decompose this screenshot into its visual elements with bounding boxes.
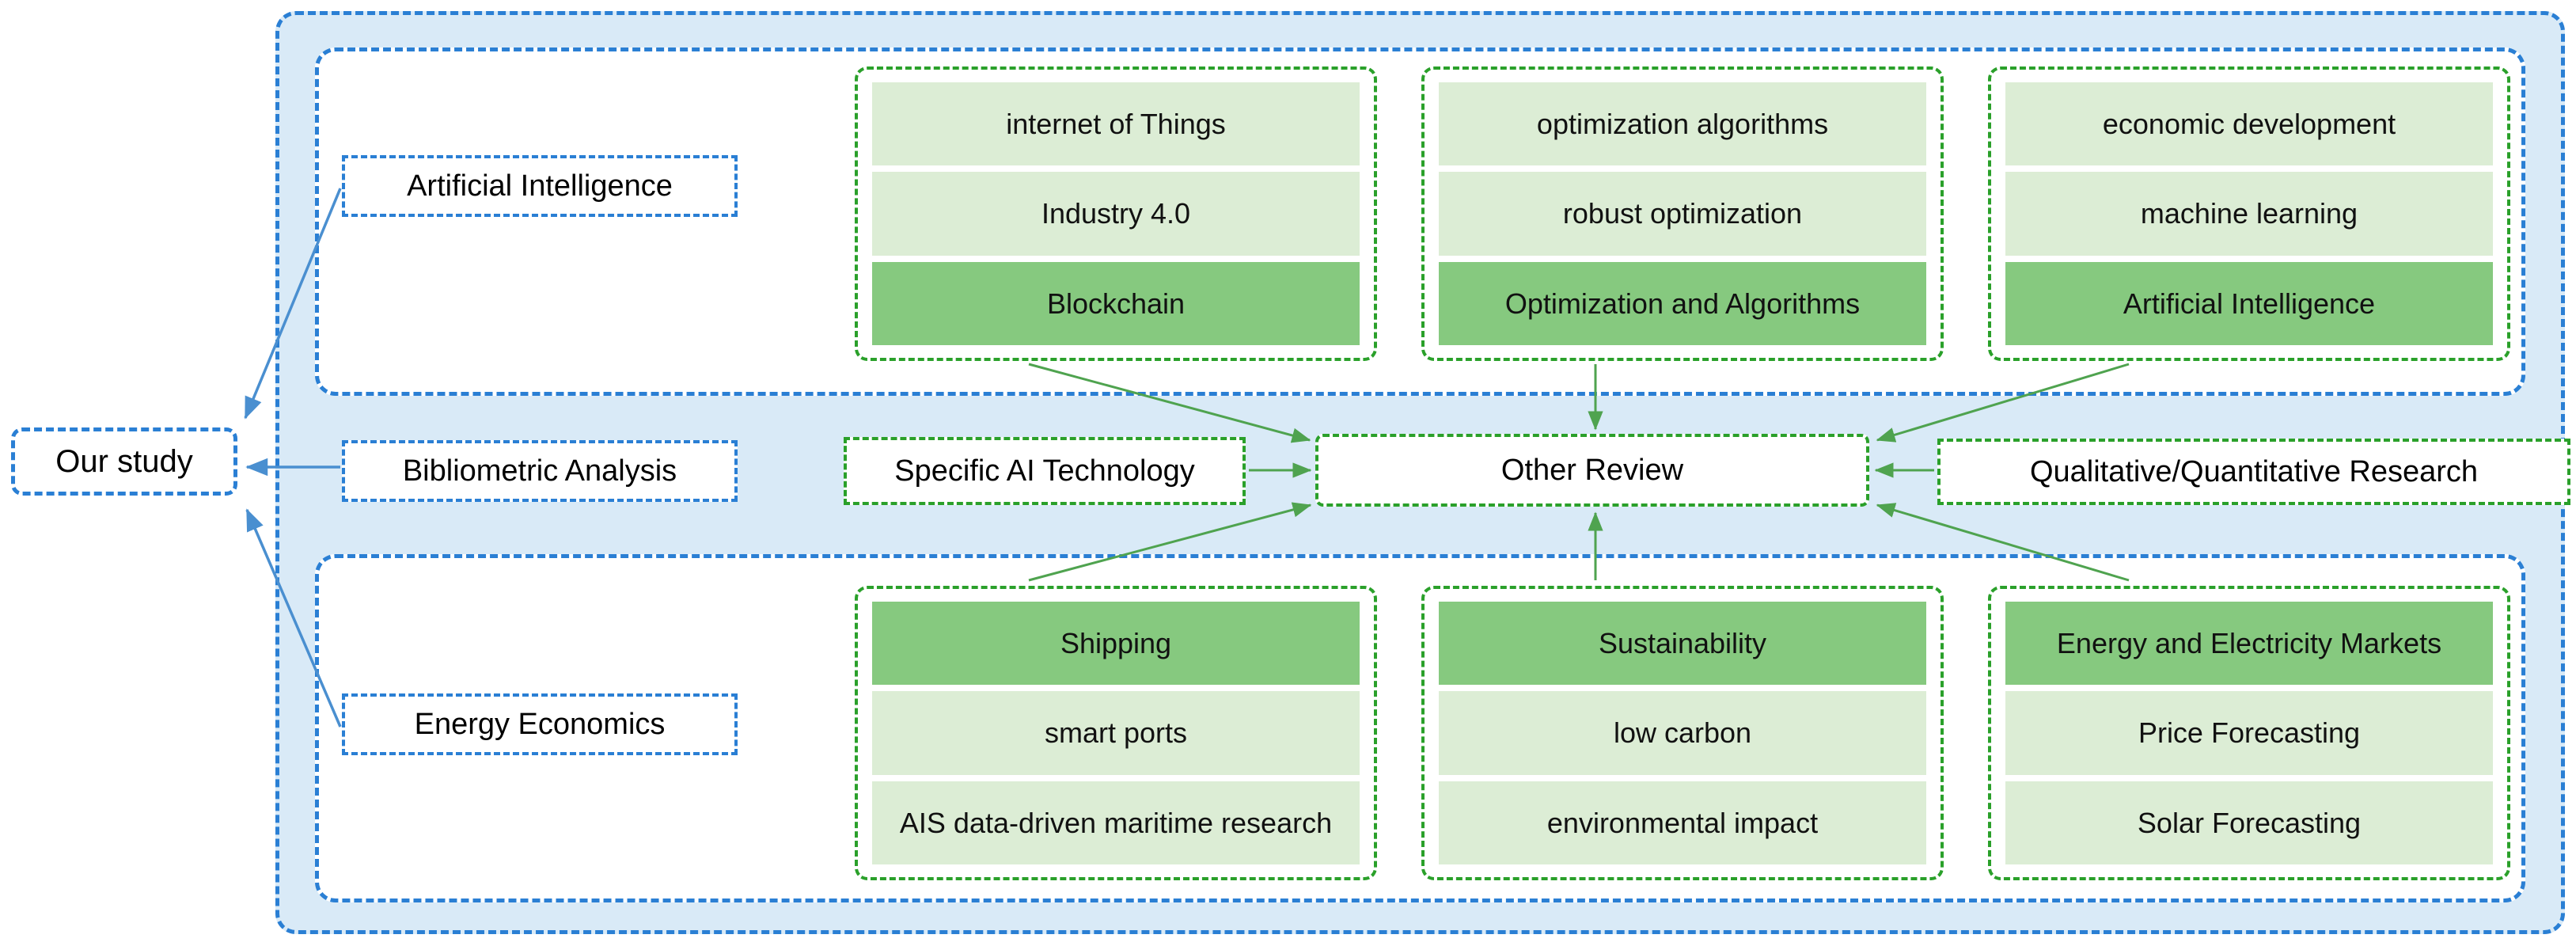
card[interactable]: internet of Things bbox=[872, 82, 1360, 166]
label-qualitative-quantitative-research[interactable]: Qualitative/Quantitative Research bbox=[1937, 439, 2570, 505]
card[interactable]: robust optimization bbox=[1439, 172, 1926, 256]
label-specific-ai-technology-text: Specific AI Technology bbox=[894, 454, 1195, 488]
label-artificial-intelligence-text: Artificial Intelligence bbox=[407, 169, 673, 203]
label-bibliometric-analysis-text: Bibliometric Analysis bbox=[402, 454, 677, 488]
card-group-bottom-1: Shipping smart ports AIS data-driven mar… bbox=[855, 586, 1377, 880]
card[interactable]: Blockchain bbox=[872, 261, 1360, 345]
card[interactable]: Solar Forecasting bbox=[2005, 781, 2493, 864]
card[interactable]: Energy and Electricity Markets bbox=[2005, 602, 2493, 686]
label-qualitative-quantitative-research-text: Qualitative/Quantitative Research bbox=[2029, 454, 2479, 488]
card[interactable]: optimization algorithms bbox=[1439, 82, 1926, 166]
card[interactable]: AIS data-driven maritime research bbox=[872, 781, 1360, 864]
label-energy-economics[interactable]: Energy Economics bbox=[342, 693, 738, 755]
card[interactable]: Industry 4.0 bbox=[872, 172, 1360, 256]
label-energy-economics-text: Energy Economics bbox=[414, 707, 666, 741]
our-study-label: Our study bbox=[55, 443, 193, 479]
card-group-top-1: internet of Things Industry 4.0 Blockcha… bbox=[855, 66, 1377, 361]
card-group-bottom-3: Energy and Electricity Markets Price For… bbox=[1988, 586, 2510, 880]
card-group-top-2: optimization algorithms robust optimizat… bbox=[1421, 66, 1944, 361]
card[interactable]: Price Forecasting bbox=[2005, 691, 2493, 775]
label-other-review[interactable]: Other Review bbox=[1315, 434, 1869, 507]
label-specific-ai-technology[interactable]: Specific AI Technology bbox=[844, 437, 1246, 505]
card-group-top-3: economic development machine learning Ar… bbox=[1988, 66, 2510, 361]
card[interactable]: Optimization and Algorithms bbox=[1439, 261, 1926, 345]
card[interactable]: smart ports bbox=[872, 691, 1360, 775]
card-group-bottom-2: Sustainability low carbon environmental … bbox=[1421, 586, 1944, 880]
card[interactable]: economic development bbox=[2005, 82, 2493, 166]
card[interactable]: Shipping bbox=[872, 602, 1360, 686]
card[interactable]: low carbon bbox=[1439, 691, 1926, 775]
our-study-node[interactable]: Our study bbox=[11, 427, 237, 496]
card[interactable]: Sustainability bbox=[1439, 602, 1926, 686]
card[interactable]: environmental impact bbox=[1439, 781, 1926, 864]
card[interactable]: Artificial Intelligence bbox=[2005, 261, 2493, 345]
label-bibliometric-analysis[interactable]: Bibliometric Analysis bbox=[342, 440, 738, 502]
label-other-review-text: Other Review bbox=[1500, 453, 1684, 487]
card[interactable]: machine learning bbox=[2005, 172, 2493, 256]
label-artificial-intelligence[interactable]: Artificial Intelligence bbox=[342, 155, 738, 217]
